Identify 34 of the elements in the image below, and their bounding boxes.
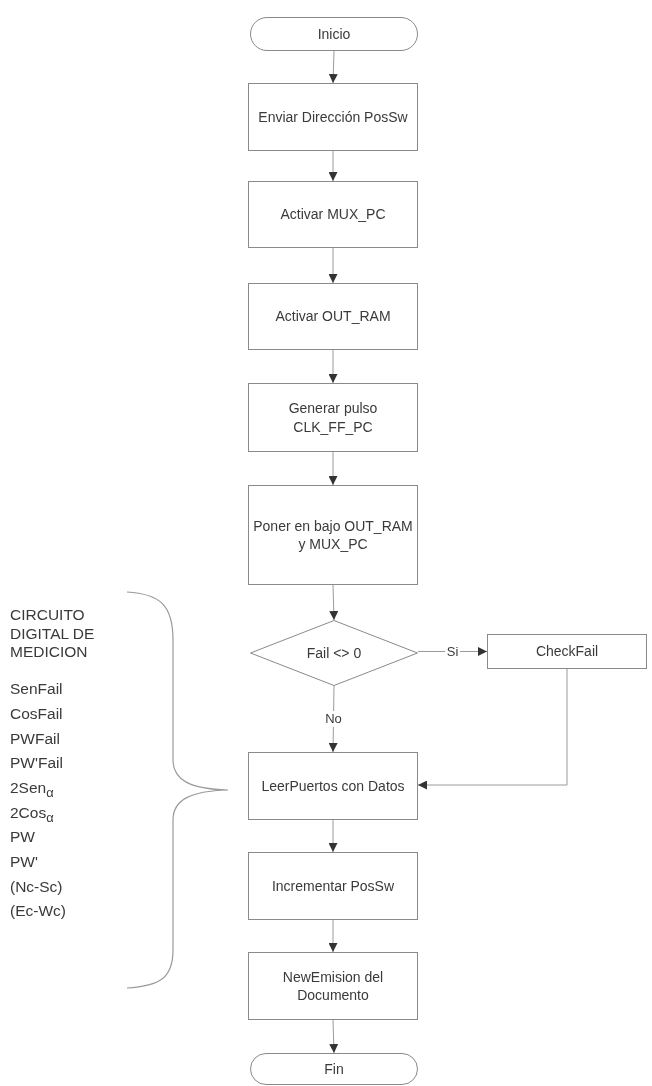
arrow [328, 451, 338, 486]
signal-name: (Nc-Sc) [10, 877, 63, 897]
signal-name: 2Sen$_{α}$ [10, 778, 54, 801]
arrow [417, 668, 568, 790]
group-heading: CIRCUITO DIGITAL DE MEDICION [10, 606, 96, 662]
arrow [328, 247, 338, 284]
process-box: Poner en bajo OUT_RAM y MUX_PC [248, 485, 418, 585]
arrow [328, 919, 338, 953]
signal-name: PW' [10, 853, 38, 872]
decision-diamond: Fail <> 0 [250, 620, 418, 686]
terminator-shape: Fin [250, 1053, 418, 1085]
signal-name: PW'Fail [10, 754, 63, 773]
process-box: LeerPuertos con Datos [248, 752, 418, 820]
process-box: Generar pulso CLK_FF_PC [248, 383, 418, 452]
signal-name: CosFail [10, 704, 63, 724]
arrow [328, 819, 338, 853]
edge-label: No [323, 711, 344, 727]
signal-name: PW [10, 828, 35, 847]
signal-name: (Ec-Wc) [10, 902, 66, 921]
arrow [329, 1019, 339, 1054]
process-box: Activar OUT_RAM [248, 283, 418, 350]
process-box: Activar MUX_PC [248, 181, 418, 248]
arrow [329, 584, 339, 621]
signal-name: PWFail [10, 729, 60, 749]
signal-name: 2Cos$_{α}$ [10, 803, 54, 826]
process-box: Enviar Dirección PosSw [248, 83, 418, 151]
arrow [328, 50, 338, 84]
terminator-shape: Inicio [250, 17, 418, 51]
process-box: CheckFail [487, 634, 647, 669]
arrow [328, 150, 338, 182]
process-box: NewEmision del Documento [248, 952, 418, 1020]
arrow [328, 349, 338, 384]
process-box: Incrementar PosSw [248, 852, 418, 920]
signal-name: SenFail [10, 680, 63, 699]
